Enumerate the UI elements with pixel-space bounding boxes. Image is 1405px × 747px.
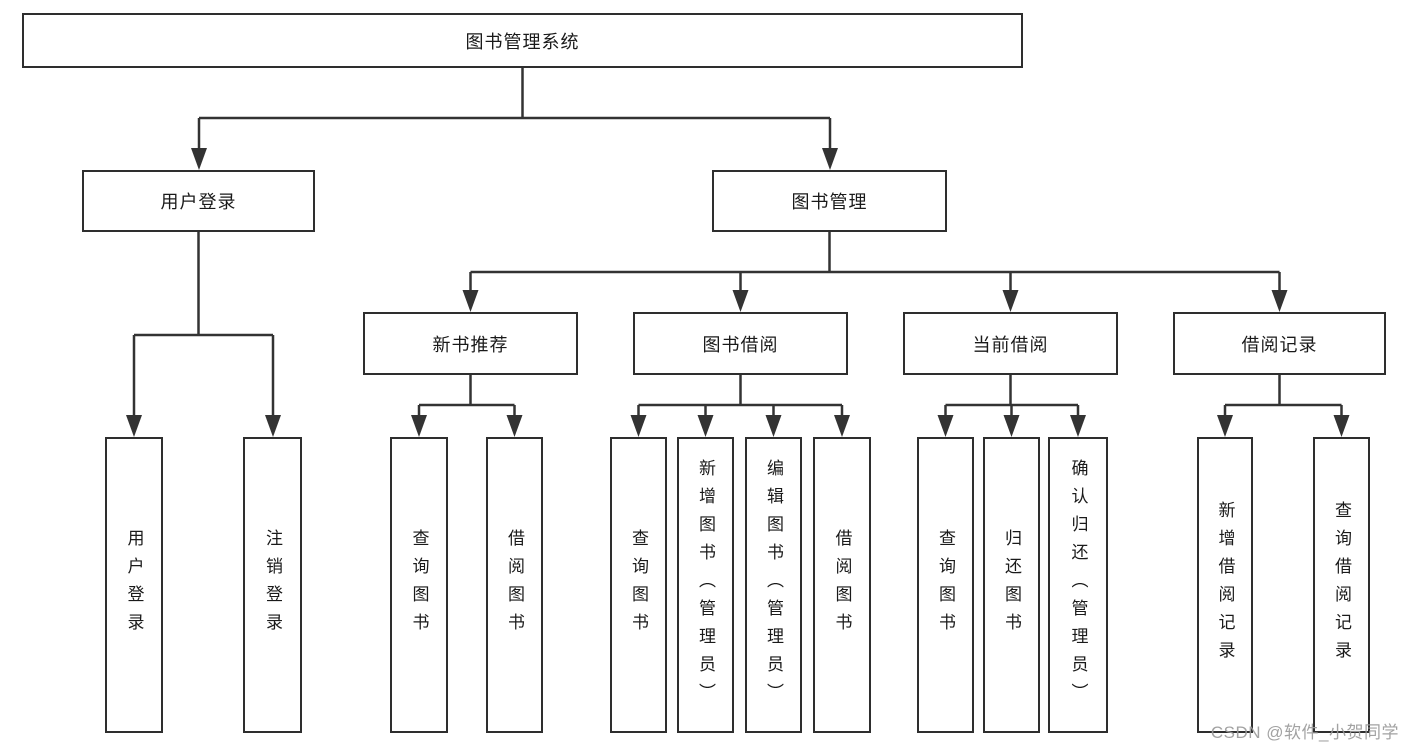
leaf-edit-books-admin: 编辑图书（管理员） (745, 437, 802, 733)
leaf-add-borrow-record: 新增借阅记录 (1197, 437, 1253, 733)
leaf-borrow-books-recommend: 借阅图书 (486, 437, 543, 733)
node-book-borrowing: 图书借阅 (633, 312, 848, 375)
csdn-watermark: CSDN @软件_小贺同学 (1210, 723, 1399, 742)
leaf-borrow-books: 借阅图书 (813, 437, 871, 733)
leaf-query-books-recommend: 查询图书 (390, 437, 448, 733)
node-current-borrowing: 当前借阅 (903, 312, 1118, 375)
node-user-login-module: 用户登录 (82, 170, 315, 232)
leaf-user-login: 用户登录 (105, 437, 163, 733)
leaf-logout: 注销登录 (243, 437, 302, 733)
node-library-management-system: 图书管理系统 (22, 13, 1023, 68)
leaf-add-books-admin: 新增图书（管理员） (677, 437, 734, 733)
node-new-book-recommendation: 新书推荐 (363, 312, 578, 375)
node-borrowing-records: 借阅记录 (1173, 312, 1386, 375)
node-book-management-module: 图书管理 (712, 170, 947, 232)
leaf-query-borrow-record: 查询借阅记录 (1313, 437, 1370, 733)
leaf-confirm-return-admin: 确认归还（管理员） (1048, 437, 1108, 733)
leaf-query-books-current: 查询图书 (917, 437, 974, 733)
leaf-return-books: 归还图书 (983, 437, 1040, 733)
leaf-query-books-borrowing: 查询图书 (610, 437, 667, 733)
